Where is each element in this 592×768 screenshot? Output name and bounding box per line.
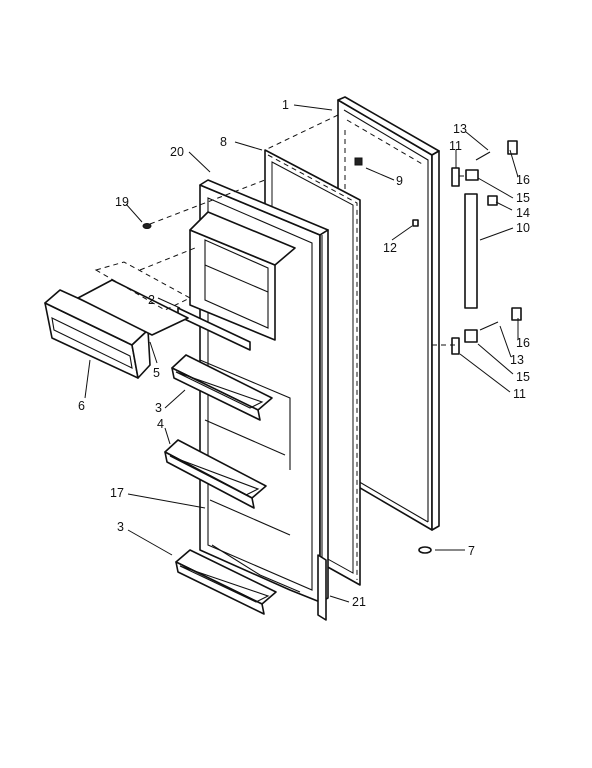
fasteners bbox=[142, 157, 432, 554]
callout-7: 7 bbox=[468, 544, 475, 558]
callout-4: 4 bbox=[157, 417, 164, 431]
callout-17: 17 bbox=[110, 486, 124, 500]
callout-2: 2 bbox=[148, 293, 155, 307]
breaker-strip bbox=[317, 235, 327, 621]
callout-labels: 1 8 20 19 9 12 2 5 6 3 4 17 3 21 7 13 11… bbox=[78, 98, 530, 609]
callout-11-upper: 11 bbox=[449, 139, 462, 153]
callout-20: 20 bbox=[170, 145, 184, 159]
callout-5: 5 bbox=[153, 366, 160, 380]
callout-15-lower: 15 bbox=[516, 370, 530, 384]
dairy-door bbox=[44, 289, 151, 379]
callout-11-lower: 11 bbox=[513, 387, 526, 401]
callout-13-upper: 13 bbox=[453, 122, 467, 136]
callout-16-lower: 16 bbox=[516, 336, 530, 350]
alignment-lines bbox=[139, 114, 466, 346]
callout-6: 6 bbox=[78, 399, 85, 413]
callout-21: 21 bbox=[352, 595, 366, 609]
callout-3-upper: 3 bbox=[155, 401, 162, 415]
callout-9: 9 bbox=[396, 174, 403, 188]
door-shelf-upper bbox=[171, 354, 273, 421]
callout-19: 19 bbox=[115, 195, 129, 209]
callout-10: 10 bbox=[516, 221, 530, 235]
callout-14: 14 bbox=[516, 206, 530, 220]
upper-hinge-hardware bbox=[451, 140, 518, 309]
callout-13-lower: 13 bbox=[510, 353, 524, 367]
door-shelf-lower bbox=[175, 549, 277, 615]
callout-3-lower: 3 bbox=[117, 520, 124, 534]
callout-15-upper: 15 bbox=[516, 191, 530, 205]
door-shelf-middle bbox=[164, 439, 267, 509]
callout-12: 12 bbox=[383, 241, 397, 255]
lower-hinge-hardware bbox=[451, 307, 522, 355]
callout-16-upper: 16 bbox=[516, 173, 530, 187]
callout-8: 8 bbox=[220, 135, 227, 149]
dairy-cover bbox=[77, 261, 192, 336]
leader-lines bbox=[84, 104, 519, 603]
callout-1: 1 bbox=[282, 98, 289, 112]
outer-door-panel bbox=[337, 96, 440, 531]
